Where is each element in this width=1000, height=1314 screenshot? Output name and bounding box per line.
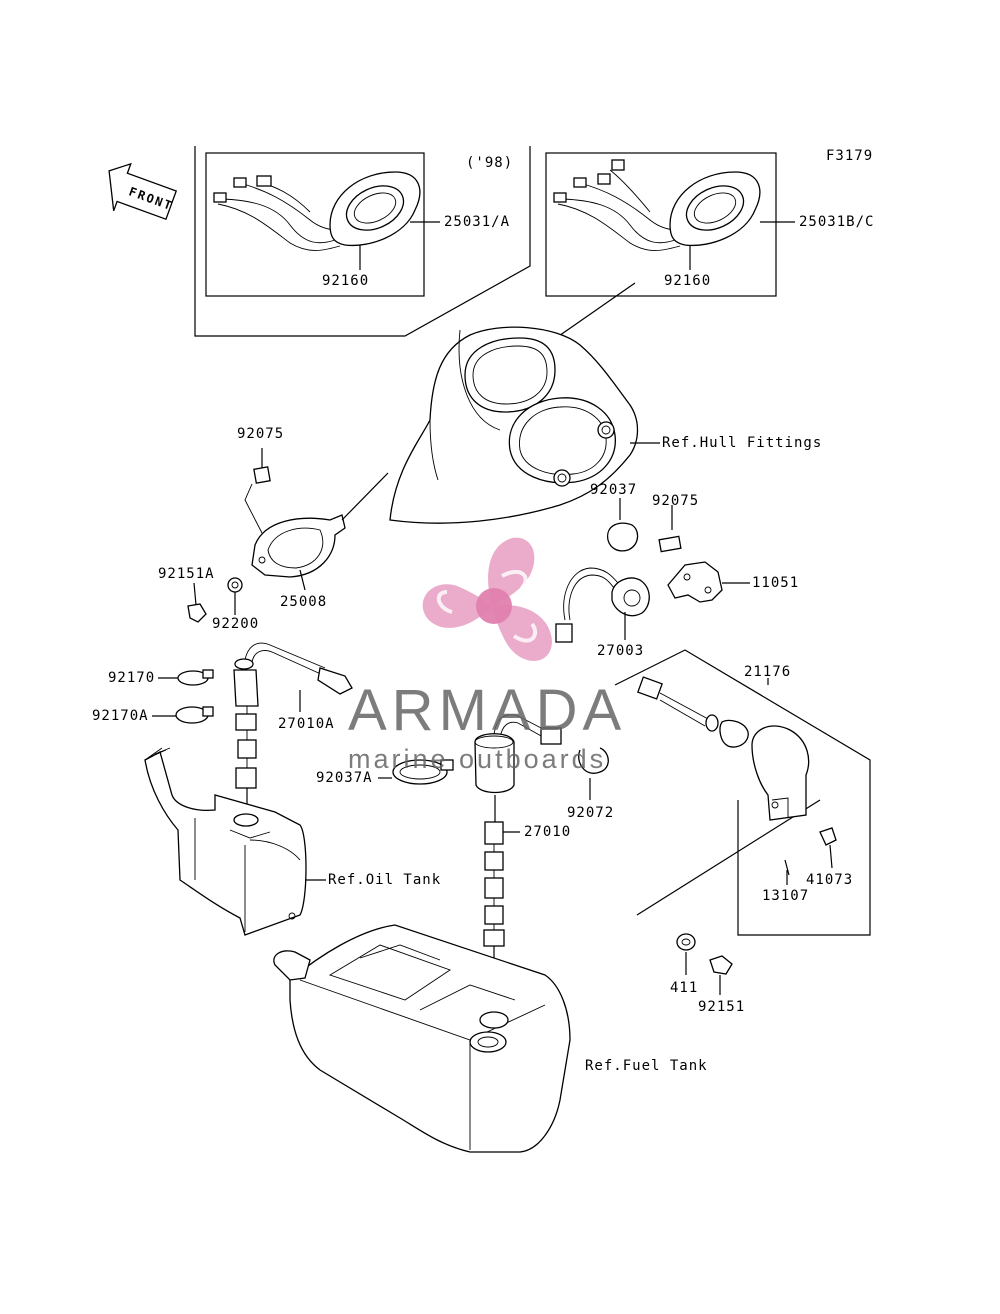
pad-92075-right — [658, 505, 682, 553]
label-92075-top: 92075 — [237, 426, 284, 442]
armada-watermark: ARMADA marine outboards — [348, 537, 626, 774]
label-92151: 92151 — [698, 999, 745, 1015]
oil-sender-27010a — [233, 642, 353, 812]
label-92037: 92037 — [590, 482, 637, 498]
bracket-11051 — [667, 561, 750, 603]
propeller-logo-icon — [422, 537, 552, 661]
hull-dash-housing — [389, 326, 660, 524]
label-92170: 92170 — [108, 670, 155, 686]
sender-box-21176 — [614, 649, 871, 936]
label-25031a: 25031/A — [444, 214, 510, 230]
label-92160-right: 92160 — [664, 273, 711, 289]
clip-92072 — [578, 747, 609, 800]
bolt-92151a — [187, 582, 207, 623]
bolt-92151 — [709, 955, 733, 995]
label-27010: 27010 — [524, 824, 571, 840]
nut-92200 — [227, 577, 243, 615]
clip-92037 — [607, 498, 639, 552]
label-92075-right: 92075 — [652, 493, 699, 509]
label-ref-hull-fittings: Ref.Hull Fittings — [662, 435, 822, 451]
label-27010a: 27010A — [278, 716, 335, 732]
fuel-sender-27010 — [474, 714, 562, 1012]
meter-box-right — [545, 152, 795, 297]
fuel-tank — [273, 924, 571, 1153]
label-ref-fuel-tank: Ref.Fuel Tank — [585, 1058, 708, 1074]
label-411: 411 — [670, 980, 698, 996]
figure-code: F3179 — [826, 148, 873, 164]
bracket-25008 — [244, 448, 389, 591]
outer-bracket-98 — [194, 146, 531, 337]
label-92072: 92072 — [567, 805, 614, 821]
label-11051: 11051 — [752, 575, 799, 591]
label-25031bc: 25031B/C — [799, 214, 874, 230]
label-ref-oil-tank: Ref.Oil Tank — [328, 872, 441, 888]
meter-box-left — [205, 152, 440, 297]
label-92200: 92200 — [212, 616, 259, 632]
oil-tank — [144, 747, 326, 936]
year-note: ('98) — [466, 155, 513, 171]
label-92037a: 92037A — [316, 770, 373, 786]
label-92151a: 92151A — [158, 566, 215, 582]
label-21176: 21176 — [744, 664, 791, 680]
clamp-92170 — [158, 669, 214, 686]
watermark-tagline: marine outboards — [348, 744, 606, 774]
clamp-92037a — [378, 759, 454, 785]
buzzer-27003 — [555, 567, 650, 643]
label-25008: 25008 — [280, 594, 327, 610]
front-arrow-icon: FRONT — [108, 162, 178, 221]
label-92160-left: 92160 — [322, 273, 369, 289]
label-27003: 27003 — [597, 643, 644, 659]
clamp-92170a — [152, 706, 214, 724]
label-13107: 13107 — [762, 888, 809, 904]
washer-411 — [676, 933, 696, 975]
watermark-brand: ARMADA — [348, 678, 626, 743]
label-92170a: 92170A — [92, 708, 149, 724]
label-41073: 41073 — [806, 872, 853, 888]
